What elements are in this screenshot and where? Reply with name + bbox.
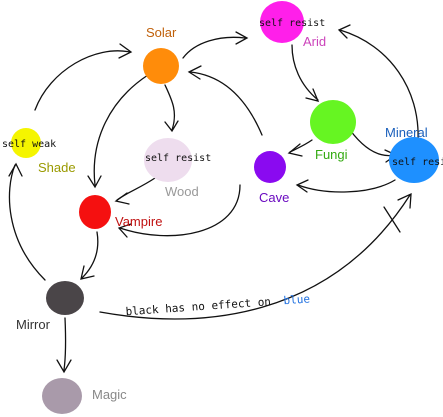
arrowhead-shade-from-mirror — [8, 162, 23, 177]
shade-node — [11, 128, 41, 158]
edge-shade-solar — [34, 50, 131, 111]
shade-label: Shade — [38, 160, 76, 175]
wood-label: Wood — [165, 184, 199, 199]
shade-note: self weak — [2, 139, 56, 150]
nodes — [11, 1, 439, 414]
cave-node — [254, 151, 286, 183]
no-effect-cross-mark — [383, 206, 401, 233]
fungi-node — [310, 100, 356, 144]
arrowhead-vampire-from-wood — [114, 192, 130, 205]
mirror-node — [46, 281, 84, 315]
edge-vampire-mirror — [81, 231, 99, 279]
vampire-label: Vampire — [115, 214, 162, 229]
arid-node — [260, 1, 304, 43]
node-notes: self resist self weak self resist self r… — [2, 18, 443, 168]
wood-note: self resist — [145, 153, 211, 164]
wood-node — [144, 138, 192, 182]
edges — [8, 24, 419, 374]
magic-label: Magic — [92, 387, 127, 402]
edge-mirror-magic — [63, 317, 67, 371]
mirror-label: Mirror — [16, 317, 51, 332]
arrowhead-mirror-from-vampire — [80, 265, 95, 280]
edge-cave-solar — [189, 71, 263, 136]
edge-mirror-mineral-crossed — [99, 194, 411, 320]
edge-solar-arid — [182, 36, 246, 59]
arrowhead-cave-from-fungi — [287, 143, 303, 157]
annotation-text: black has no effect on blue — [125, 292, 310, 318]
arrowhead-cave-from-mineral — [295, 179, 309, 193]
solar-label: Solar — [146, 25, 177, 40]
arrowhead-fungi-from-arid — [305, 88, 320, 102]
arrowhead-vampire-from-solar — [87, 175, 102, 189]
magic-node — [42, 378, 82, 414]
solar-node — [143, 48, 179, 84]
arrowhead-arid-from-mineral — [337, 24, 351, 39]
edge-mineral-cave — [297, 179, 396, 193]
vampire-node — [79, 195, 111, 229]
edge-mineral-arid — [339, 29, 419, 141]
edge-solar-vampire — [93, 74, 149, 186]
arrowhead-solar-from-cave — [187, 65, 202, 80]
edge-solar-wood — [164, 84, 176, 131]
edge-arid-fungi — [291, 44, 319, 101]
arrowhead-magic-from-mirror — [56, 359, 72, 374]
arid-note: self resist — [259, 18, 325, 29]
mineral-note: self resist — [392, 157, 443, 168]
annotation: black has no effect on blue — [125, 292, 310, 318]
mineral-node — [389, 137, 439, 183]
cave-label: Cave — [259, 190, 289, 205]
node-labels: Solar Arid Shade Wood Fungi Mineral Cave… — [16, 25, 428, 402]
arrowhead-vampire-from-cave — [117, 223, 132, 238]
arrowhead-arid-from-solar — [235, 31, 249, 45]
arid-label: Arid — [303, 34, 326, 49]
annotation-blue-word: blue — [283, 292, 310, 307]
fungi-label: Fungi — [315, 147, 348, 162]
arrowhead-wood-from-solar — [164, 120, 179, 133]
mineral-label: Mineral — [385, 125, 428, 140]
arrowhead-mineral-from-mirror — [397, 192, 412, 209]
annotation-black-part: black has no effect on — [125, 295, 271, 318]
edge-mirror-shade — [8, 164, 46, 281]
edge-cave-vampire — [119, 184, 241, 237]
arrowhead-solar-from-shade — [118, 43, 133, 59]
